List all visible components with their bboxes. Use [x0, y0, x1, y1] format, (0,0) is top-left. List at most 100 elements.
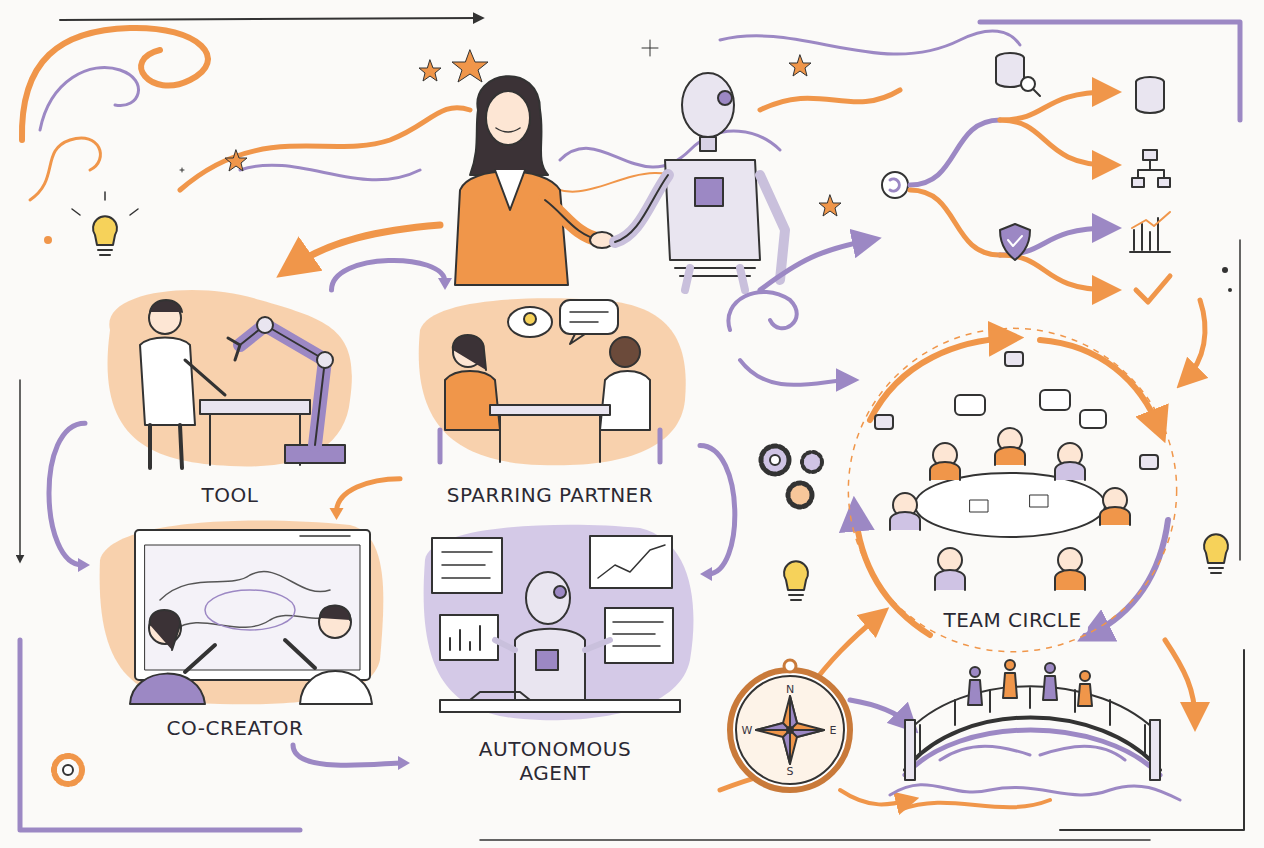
- tool-scene: [240, 325, 325, 445]
- flow-arrow: [332, 260, 453, 290]
- cocreator-scene: [135, 530, 370, 680]
- arrow-head: [398, 756, 410, 770]
- compass: [756, 696, 824, 764]
- frame: [1060, 650, 1244, 830]
- handshake-woman: [495, 170, 525, 210]
- handshake-robot: [685, 268, 745, 290]
- handshake-robot: [760, 175, 785, 280]
- frame: [980, 22, 1240, 120]
- team-scene: [855, 510, 930, 635]
- agent-scene: [450, 626, 480, 650]
- circle-outline: [848, 328, 1176, 651]
- sparring-scene: [419, 298, 686, 465]
- handshake-woman: [486, 91, 530, 145]
- team-scene: [1058, 548, 1082, 572]
- panel-label: AUTONOMOUS AGENT: [449, 736, 661, 786]
- flow-arrow: [330, 479, 401, 520]
- frame: [20, 18, 1244, 840]
- team-scene: [1140, 455, 1158, 469]
- compass-letter: W: [742, 725, 753, 736]
- bridge: [1150, 720, 1160, 780]
- flow-icons: [1000, 224, 1030, 260]
- swirls: [180, 168, 184, 172]
- compass: [787, 727, 793, 733]
- corner-ornament: [30, 138, 100, 200]
- team-scene: [890, 512, 920, 530]
- curly-arrows: [740, 360, 850, 385]
- team-scene: [955, 395, 985, 415]
- light-bulbs: [72, 192, 1228, 600]
- agent-scene: [495, 640, 610, 650]
- compass-letter: E: [830, 725, 837, 736]
- cocreator-scene: [285, 640, 315, 668]
- sparring-panel: SPARRING PARTNER: [400, 290, 700, 512]
- circle-outline: [845, 325, 1180, 655]
- tool-scene: [200, 400, 310, 414]
- flow-arrow-line: [700, 445, 735, 574]
- tool-scene: [150, 425, 182, 468]
- flow-icons: [1143, 150, 1157, 160]
- agent-scene: [440, 615, 498, 660]
- cocreator-scene: [319, 606, 351, 638]
- flow-icons: [890, 179, 899, 191]
- agent-scene: [432, 538, 502, 593]
- compass-letter: S: [787, 766, 794, 777]
- cocreator-panel: CO-CREATOR: [90, 520, 380, 745]
- flow-icons: [910, 190, 1000, 255]
- frame: [19, 380, 21, 560]
- agent-scene: [440, 700, 680, 712]
- arrow-head: [700, 567, 712, 581]
- team-scene: [875, 415, 893, 429]
- agent-scene: [605, 608, 673, 663]
- curly-arrows: [728, 292, 796, 330]
- tool-panel: TOOL: [85, 290, 375, 512]
- team-scene: [1055, 462, 1085, 480]
- frame: [480, 839, 1150, 841]
- agent-scene: [613, 622, 663, 646]
- gears: [761, 446, 789, 474]
- cocreator-scene: [300, 535, 350, 537]
- sparring-scene: [600, 371, 650, 430]
- gears: [54, 756, 82, 784]
- panel-label: CO-CREATOR: [161, 715, 310, 741]
- team-scene: [1005, 352, 1023, 366]
- arrow-head: [330, 508, 344, 520]
- curly-arrows: [840, 790, 910, 804]
- swirls: [225, 150, 247, 171]
- handshake-robot: [615, 175, 668, 242]
- curly-arrows: [290, 225, 1205, 804]
- cocreator-scene: [320, 605, 350, 620]
- agent-scene: [526, 572, 570, 624]
- sparring-scene: [419, 298, 686, 465]
- light-bulbs: [789, 595, 803, 600]
- bridge: [968, 680, 982, 705]
- corner-ornament: [22, 28, 1050, 810]
- team-scene: [938, 548, 962, 572]
- sparring-scene: [508, 307, 552, 337]
- bridge: [1080, 671, 1090, 681]
- bridge: [1045, 663, 1055, 673]
- handshake-robot: [615, 175, 668, 242]
- bridge: [905, 718, 1160, 771]
- handshake-robot: [665, 160, 760, 260]
- sparring-scene: [500, 415, 600, 462]
- cocreator-scene: [175, 615, 340, 630]
- flow-icons: [996, 53, 1170, 260]
- flow-arrow: [49, 423, 90, 572]
- team-scene: [870, 338, 1010, 420]
- flow-icons: [882, 53, 1232, 302]
- tool-scene: [108, 290, 352, 466]
- swirls: [452, 50, 488, 82]
- sparring-scene: [560, 300, 618, 334]
- cocreator-scene: [205, 590, 295, 630]
- tool-scene: [140, 338, 195, 426]
- gears: [788, 483, 812, 507]
- light-bulbs: [1204, 534, 1228, 563]
- handshake-robot: [718, 91, 732, 105]
- gears: [54, 446, 822, 784]
- flow-icons: [996, 58, 1024, 87]
- light-bulbs: [72, 192, 138, 215]
- cocreator-scene: [145, 545, 360, 670]
- team-scene: [1080, 410, 1106, 428]
